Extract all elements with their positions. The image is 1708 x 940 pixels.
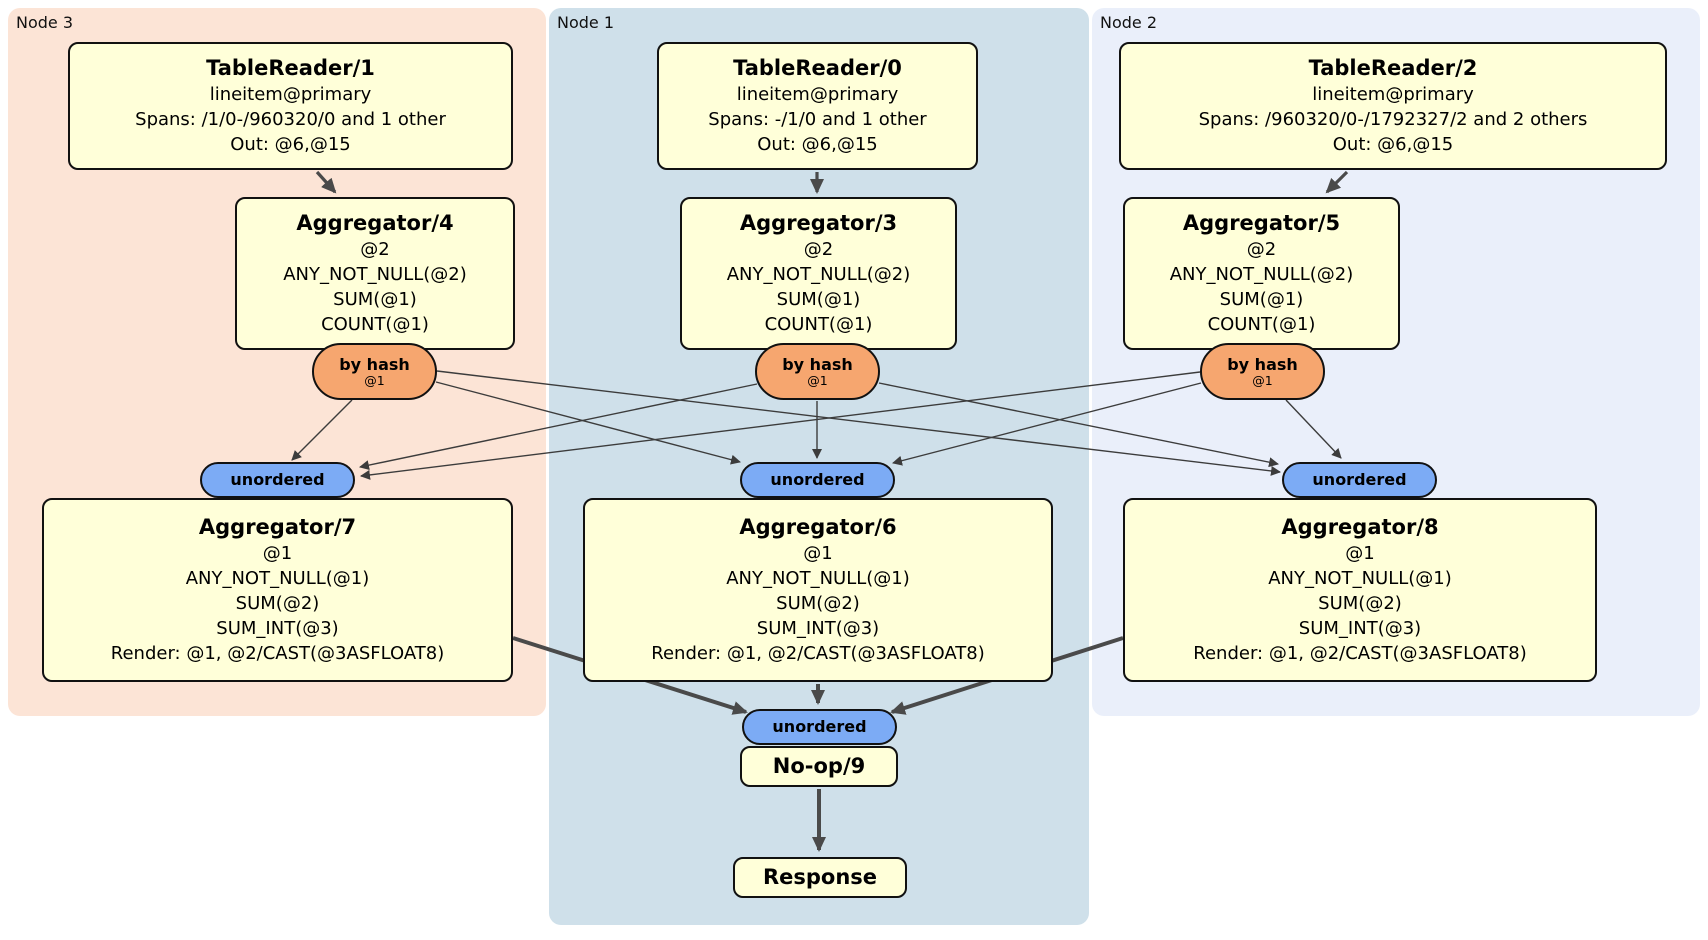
node-title: Aggregator/3 <box>739 211 898 235</box>
node-title: Aggregator/7 <box>198 515 357 539</box>
sync-unordered-node1: unordered <box>740 462 895 498</box>
node-line: COUNT(@1) <box>321 314 429 335</box>
node-line: Out: @6,@15 <box>757 134 878 155</box>
node-line: COUNT(@1) <box>1207 314 1316 335</box>
edge-hash-router-mesh <box>291 370 1342 480</box>
node-noop-9: No-op/9 <box>740 746 898 787</box>
sync-unordered-node2: unordered <box>1282 462 1437 498</box>
node-line: lineitem@primary <box>1312 84 1474 105</box>
router-key: @1 <box>807 372 828 388</box>
node-title: TableReader/2 <box>1308 56 1478 80</box>
node-line: ANY_NOT_NULL(@1) <box>1268 568 1452 589</box>
node-line: Render: @1, @2/CAST(@3ASFLOAT8) <box>1193 643 1527 664</box>
node-line: ANY_NOT_NULL(@1) <box>185 568 370 589</box>
region-node-1-label: Node 1 <box>557 13 615 32</box>
router-by-hash-node1: by hash @1 <box>755 343 880 400</box>
node-title: No-op/9 <box>772 754 866 778</box>
sync-label: unordered <box>1312 470 1407 489</box>
node-title: Aggregator/6 <box>739 515 897 539</box>
region-node-3-label: Node 3 <box>16 13 74 32</box>
node-line: SUM(@1) <box>333 289 417 310</box>
node-line: @1 <box>803 543 833 564</box>
region-node-2-label: Node 2 <box>1100 13 1158 32</box>
node-line: ANY_NOT_NULL(@2) <box>283 264 467 285</box>
node-line: Out: @6,@15 <box>230 134 351 155</box>
node-line: SUM_INT(@3) <box>756 618 880 639</box>
node-line: SUM(@2) <box>1318 593 1402 614</box>
node-line: @2 <box>360 239 390 260</box>
node-tablereader-2: TableReader/2 lineitem@primary Spans: /9… <box>1119 42 1667 170</box>
node-line: SUM_INT(@3) <box>216 618 339 639</box>
node-line: Spans: /1/0-/960320/0 and 1 other <box>135 109 446 130</box>
node-line: Render: @1, @2/CAST(@3ASFLOAT8) <box>110 643 445 664</box>
node-title: Response <box>762 865 878 889</box>
node-line: Spans: /960320/0-/1792327/2 and 2 others <box>1198 109 1588 130</box>
node-line: Spans: -/1/0 and 1 other <box>708 109 927 130</box>
node-title: TableReader/0 <box>733 56 902 80</box>
node-aggregator-7: Aggregator/7 @1 ANY_NOT_NULL(@1) SUM(@2)… <box>42 498 513 682</box>
node-line: SUM(@2) <box>235 593 320 614</box>
sync-label: unordered <box>230 470 325 489</box>
router-label: by hash <box>339 354 410 374</box>
node-title: Aggregator/5 <box>1182 211 1341 235</box>
node-tablereader-0: TableReader/0 lineitem@primary Spans: -/… <box>657 42 978 170</box>
router-label: by hash <box>782 354 853 374</box>
node-line: SUM_INT(@3) <box>1298 618 1422 639</box>
node-line: Render: @1, @2/CAST(@3ASFLOAT8) <box>651 643 985 664</box>
node-line: lineitem@primary <box>209 84 372 105</box>
node-aggregator-6: Aggregator/6 @1 ANY_NOT_NULL(@1) SUM(@2)… <box>583 498 1053 682</box>
sync-label: unordered <box>770 470 865 489</box>
node-title: Aggregator/8 <box>1281 515 1439 539</box>
router-key: @1 <box>1252 372 1273 388</box>
sync-unordered-final: unordered <box>742 709 897 745</box>
sync-unordered-node3: unordered <box>200 462 355 498</box>
node-line: SUM(@1) <box>1219 289 1304 310</box>
sync-label: unordered <box>772 717 867 736</box>
node-line: COUNT(@1) <box>764 314 873 335</box>
router-label: by hash <box>1227 354 1298 374</box>
node-response: Response <box>733 857 907 898</box>
node-aggregator-3: Aggregator/3 @2 ANY_NOT_NULL(@2) SUM(@1)… <box>680 197 957 350</box>
node-line: ANY_NOT_NULL(@2) <box>1169 264 1354 285</box>
node-line: @2 <box>803 239 834 260</box>
router-key: @1 <box>364 372 385 388</box>
router-by-hash-node2: by hash @1 <box>1200 343 1325 400</box>
node-line: ANY_NOT_NULL(@2) <box>726 264 911 285</box>
node-line: SUM(@2) <box>776 593 860 614</box>
node-line: Out: @6,@15 <box>1332 134 1454 155</box>
node-line: @1 <box>1345 543 1375 564</box>
node-line: @2 <box>1246 239 1277 260</box>
node-line: lineitem@primary <box>736 84 899 105</box>
node-tablereader-1: TableReader/1 lineitem@primary Spans: /1… <box>68 42 513 170</box>
router-by-hash-node3: by hash @1 <box>312 343 437 400</box>
node-aggregator-4: Aggregator/4 @2 ANY_NOT_NULL(@2) SUM(@1)… <box>235 197 515 350</box>
node-line: ANY_NOT_NULL(@1) <box>726 568 910 589</box>
node-aggregator-5: Aggregator/5 @2 ANY_NOT_NULL(@2) SUM(@1)… <box>1123 197 1400 350</box>
node-aggregator-8: Aggregator/8 @1 ANY_NOT_NULL(@1) SUM(@2)… <box>1123 498 1597 682</box>
node-title: Aggregator/4 <box>296 211 454 235</box>
node-line: @1 <box>262 543 293 564</box>
edge-tablereader-to-aggregator <box>315 170 1349 194</box>
node-line: SUM(@1) <box>776 289 861 310</box>
node-title: TableReader/1 <box>206 56 375 80</box>
